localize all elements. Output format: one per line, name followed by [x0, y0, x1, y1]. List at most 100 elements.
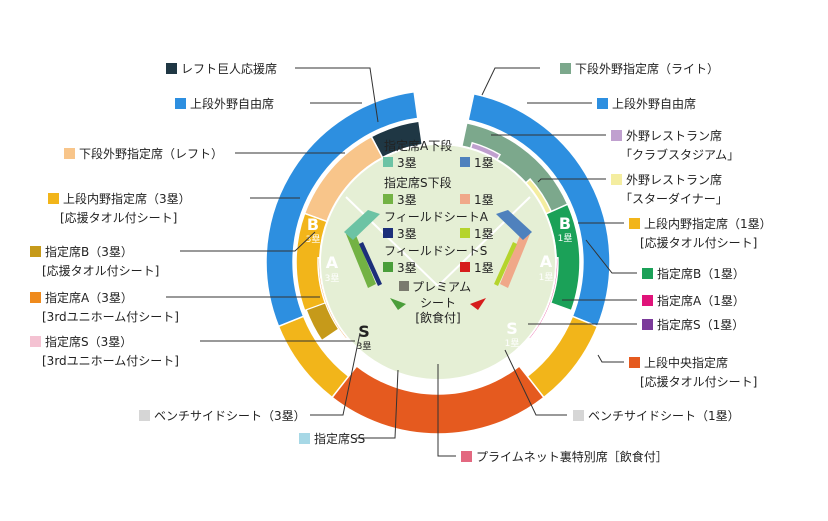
legend-left-swatch-5: [30, 292, 41, 303]
right-label-0: 下段外野指定席（ライト）: [560, 61, 719, 76]
right-label-9: ベンチサイドシート（1塁）: [573, 409, 740, 423]
outer-left-upper-infield: [277, 315, 350, 399]
legend-right-swatch-1: [597, 98, 608, 109]
legend-group1-right: 1塁: [474, 156, 494, 170]
left-label-0: レフト巨人応援席: [166, 61, 277, 76]
left-label-4: 指定席B（3塁） [応援タオル付シート]: [30, 244, 159, 278]
left-label-3: 上段内野指定席（3塁） [応援タオル付シート]: [48, 191, 191, 225]
section-b-left-sub: 3塁: [306, 234, 321, 245]
left-label-2: 下段外野指定席（レフト）: [64, 146, 223, 161]
section-s-right-sub: 1塁: [505, 338, 520, 349]
legend-under-a-1b-swatch: [460, 157, 470, 167]
legend-field-a-1b-swatch: [460, 228, 470, 238]
legend-left-sub-4: [応援タオル付シート]: [42, 264, 159, 278]
legend-group1-left: 3塁: [397, 156, 417, 170]
bottom-label: プライムネット裏特別席［飲食付］: [461, 449, 668, 464]
legend-right-text-5: 指定席B（1塁）: [657, 266, 745, 281]
section-a-right-letter: A: [540, 252, 553, 271]
legend-group3-title: フィールドシートA: [384, 210, 489, 224]
leader-line-7: [310, 332, 361, 416]
section-s-left-letter: S: [358, 322, 370, 341]
leader-line-9: [481, 67, 540, 96]
legend-right-swatch-2: [611, 130, 622, 141]
leader-line-4: [180, 231, 316, 252]
right-label-1: 上段外野自由席: [597, 96, 696, 111]
legend-right-sub-4: [応援タオル付シート]: [640, 236, 757, 250]
right-label-8: 上段中央指定席 [応援タオル付シート]: [629, 355, 757, 389]
legend-right-text-9: ベンチサイドシート（1塁）: [588, 409, 740, 423]
leader-lines: [166, 67, 637, 457]
field-s-1b: [470, 298, 486, 310]
section-a-right-sub: 1塁: [539, 272, 554, 283]
legend-bottom-swatch: [461, 451, 472, 462]
legend-right-text-4: 上段内野指定席（1塁）: [644, 216, 772, 231]
right-label-5: 指定席B（1塁）: [642, 266, 745, 281]
legend-right-text-6: 指定席A（1塁）: [657, 293, 745, 308]
right-label-7: 指定席S（1塁）: [642, 317, 744, 332]
reserved-b-left-extra: [305, 302, 340, 341]
legend-left-swatch-7: [139, 410, 150, 421]
legend-right-swatch-4: [629, 218, 640, 229]
field-under-s-3b: [346, 228, 376, 288]
legend-field-s-1b-swatch: [460, 262, 470, 272]
legend-right-sub-2: 「クラブスタジアム」: [620, 147, 739, 162]
section-b-right-letter: B: [559, 214, 571, 233]
right-label-6: 指定席A（1塁）: [642, 293, 745, 308]
legend-right-swatch-9: [573, 410, 584, 421]
field-a-3b: [359, 242, 382, 286]
legend-premium-swatch: [399, 281, 409, 291]
right-label-column: 下段外野指定席（ライト） 上段外野自由席 外野レストラン席 「クラブスタジアム」…: [560, 61, 772, 423]
legend-left-swatch-2: [64, 148, 75, 159]
legend-left-text-2: 下段外野指定席（レフト）: [79, 146, 223, 161]
field-a-1b: [494, 242, 517, 286]
foul-line-left: [345, 196, 439, 287]
section-a-left-letter: A: [326, 253, 339, 272]
legend-group2-right: 1塁: [474, 193, 494, 207]
legend-group1-title: 指定席A下段: [384, 138, 452, 153]
field-s-3b: [390, 298, 406, 310]
legend-field-a-3b-swatch: [383, 228, 393, 238]
legend-left-swatch-3: [48, 193, 59, 204]
legend-right-text-3: 外野レストラン席: [626, 172, 722, 187]
legend-left-sub-5: [3rdユニホーム付シート]: [42, 310, 179, 324]
legend-premium-line3: [飲食付]: [415, 310, 460, 325]
legend-left-sub-3: [応援タオル付シート]: [60, 211, 177, 225]
leader-line-19: [437, 364, 456, 457]
field-area: [319, 143, 557, 381]
legend-right-swatch-7: [642, 319, 653, 330]
legend-right-swatch-5: [642, 268, 653, 279]
left-label-8: 指定席SS: [299, 431, 365, 446]
legend-left-swatch-1: [175, 98, 186, 109]
scoreboard-gap: [413, 86, 475, 147]
left-label-5: 指定席A（3塁） [3rdユニホーム付シート]: [30, 290, 179, 324]
legend-right-text-8: 上段中央指定席: [644, 355, 728, 370]
field-under-s-1b: [500, 228, 530, 288]
legend-left-text-3: 上段内野指定席（3塁）: [63, 191, 191, 206]
legend-right-sub-8: [応援タオル付シート]: [640, 375, 757, 389]
leader-line-12: [537, 178, 606, 183]
legend-field-s-3b-swatch: [383, 262, 393, 272]
legend-under-s-1b-swatch: [460, 194, 470, 204]
left-label-7: ベンチサイドシート（3塁）: [139, 409, 306, 423]
legend-group4-title: フィールドシートS: [384, 244, 487, 258]
legend-group3-right: 1塁: [474, 227, 494, 241]
right-label-4: 上段内野指定席（1塁） [応援タオル付シート]: [629, 216, 772, 250]
legend-left-swatch-8: [299, 433, 310, 444]
legend-premium-line1: プレミアム: [412, 280, 471, 294]
legend-right-text-1: 上段外野自由席: [612, 96, 696, 111]
legend-right-text-7: 指定席S（1塁）: [657, 317, 744, 332]
legend-right-text-2: 外野レストラン席: [626, 128, 722, 143]
right-label-3: 外野レストラン席 「スターダイナー」: [611, 172, 728, 206]
legend-right-swatch-0: [560, 63, 571, 74]
legend-left-text-4: 指定席B（3塁）: [45, 244, 133, 259]
leader-line-17: [597, 354, 624, 363]
right-label-2: 外野レストラン席 「クラブスタジアム」: [611, 128, 739, 162]
legend-left-swatch-6: [30, 336, 41, 347]
legend-group4-right: 1塁: [474, 261, 494, 275]
legend-right-swatch-6: [642, 295, 653, 306]
field-under-a-1b: [496, 210, 532, 240]
legend-under-a-3b-swatch: [383, 157, 393, 167]
legend-left-text-8: 指定席SS: [314, 431, 365, 446]
section-a-left-sub: 3塁: [325, 273, 340, 284]
